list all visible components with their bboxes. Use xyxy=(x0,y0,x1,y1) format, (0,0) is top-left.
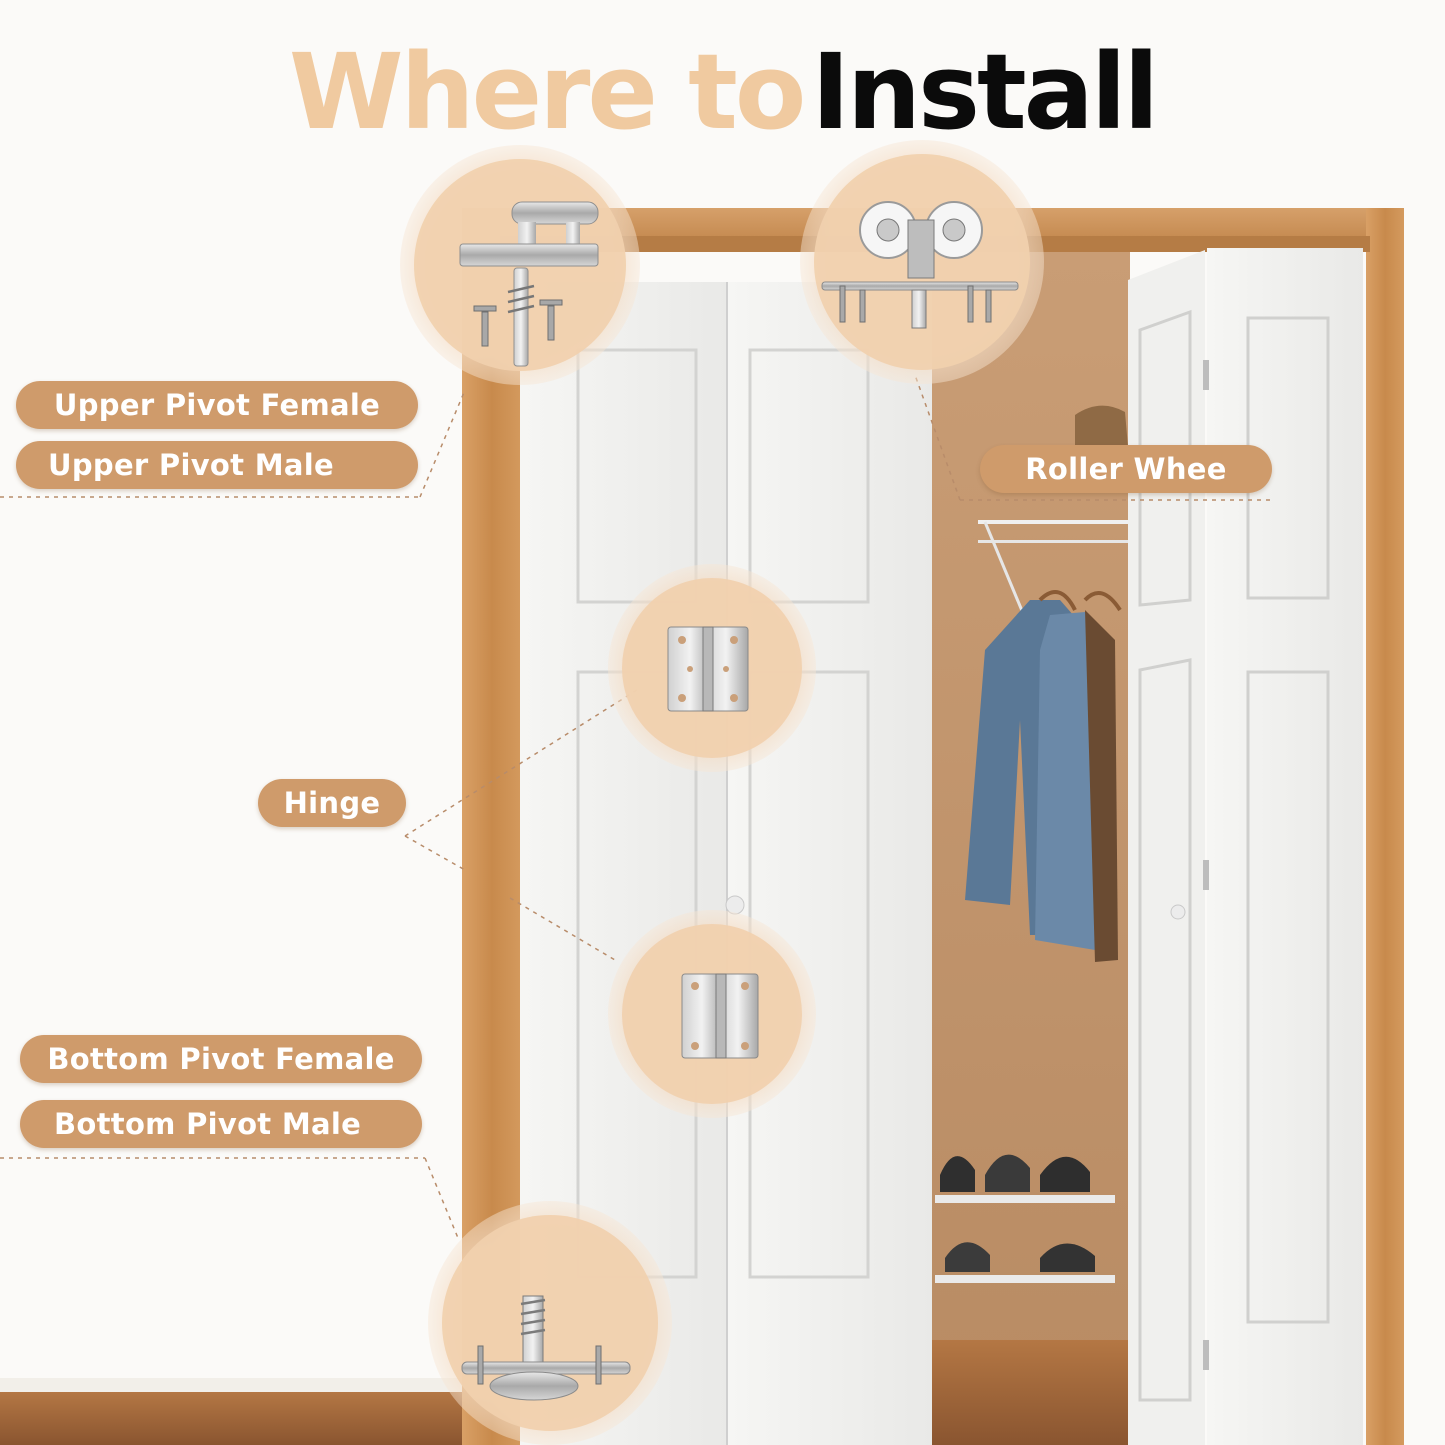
door-frame xyxy=(462,208,1404,1445)
page-title: Where toInstall xyxy=(0,40,1445,144)
hinge-callout-upper xyxy=(608,564,816,772)
hinge-callout-lower xyxy=(608,910,816,1118)
left-bifold-door xyxy=(520,282,932,1445)
bottom-pivot-icon xyxy=(461,1295,631,1401)
title-part-2: Install xyxy=(811,31,1159,153)
floor-left xyxy=(0,1392,470,1445)
baseboard xyxy=(0,1378,470,1392)
bottom-pivot-callout xyxy=(428,1201,672,1445)
roller-wheel-callout xyxy=(800,140,1044,384)
hinge-icon xyxy=(681,973,759,1059)
title-part-1: Where to xyxy=(288,31,806,153)
roller-wheel-icon xyxy=(821,201,1019,329)
label-hinge: Hinge xyxy=(258,779,406,827)
leader-lines xyxy=(0,374,1272,1239)
closet-interior xyxy=(930,252,1130,1445)
label-upper-pivot-male: Upper Pivot Male xyxy=(16,441,418,489)
label-bottom-pivot-male: Bottom Pivot Male xyxy=(20,1100,422,1148)
upper-pivot-callout xyxy=(400,145,640,385)
label-upper-pivot-female: Upper Pivot Female xyxy=(16,381,418,429)
right-bifold-door xyxy=(1128,248,1363,1445)
hinge-icon xyxy=(667,626,749,712)
label-roller-wheel: Roller Whee xyxy=(980,445,1272,493)
upper-pivot-icon xyxy=(459,201,599,367)
label-bottom-pivot-female: Bottom Pivot Female xyxy=(20,1035,422,1083)
